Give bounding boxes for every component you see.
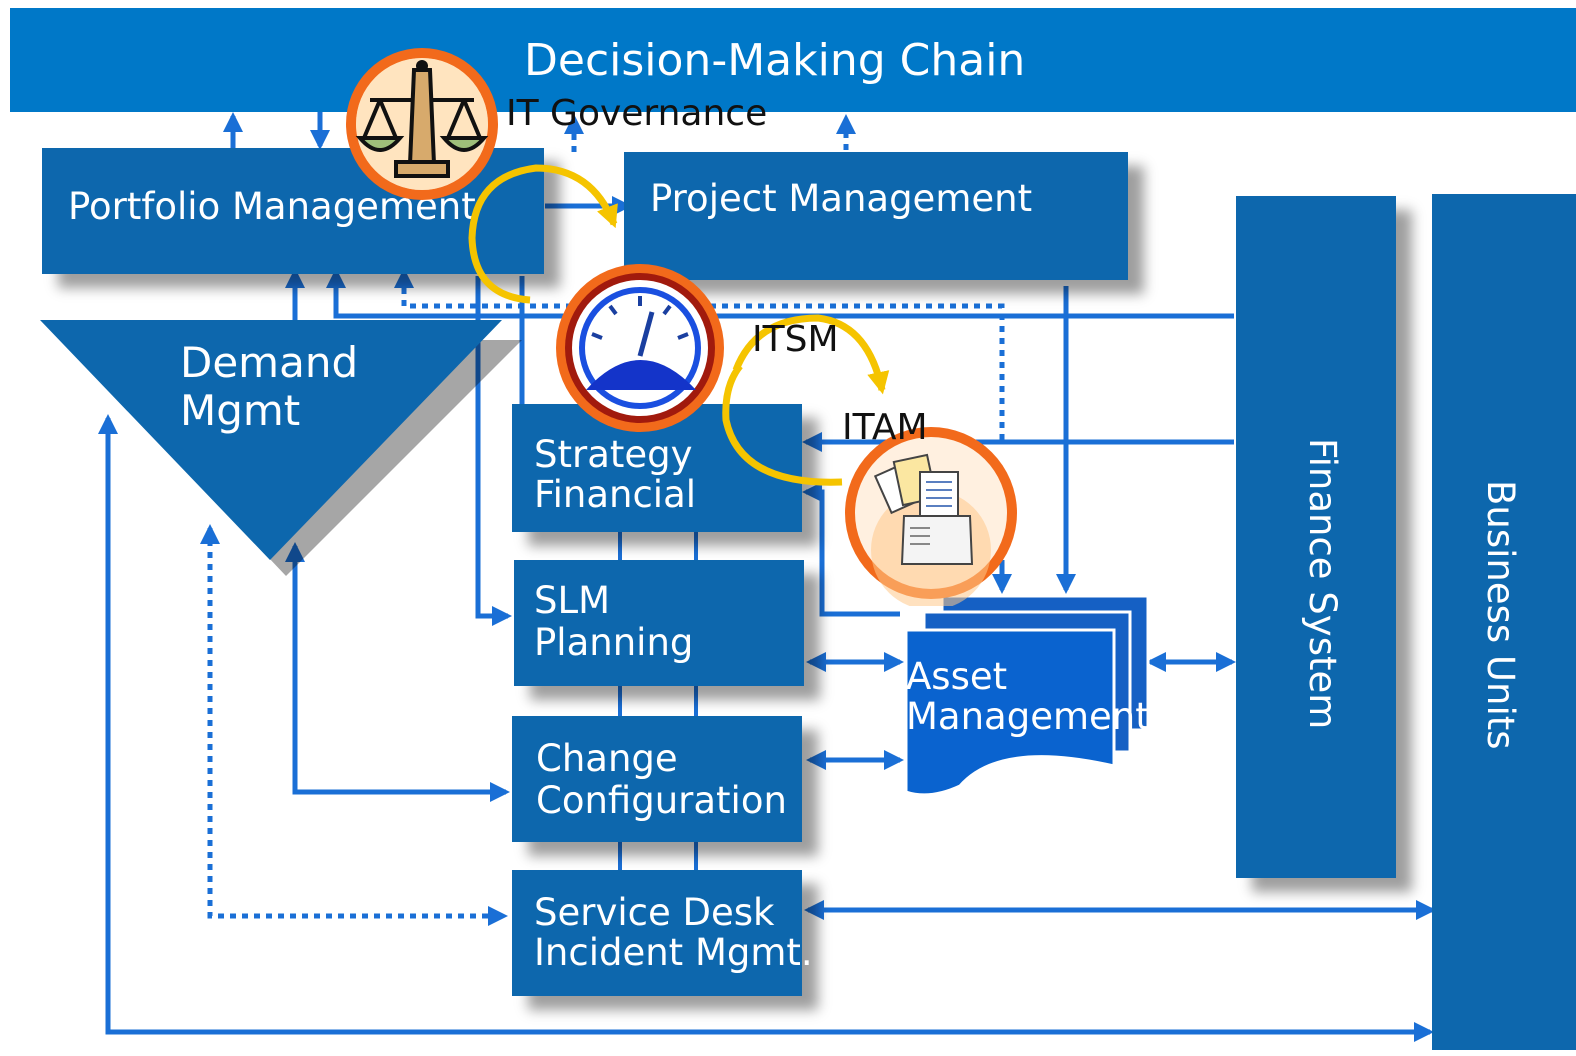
scales-of-justice-icon [346, 48, 498, 200]
header-title: Decision-Making Chain [524, 35, 1026, 86]
finance-system-label: Finance System [1301, 438, 1344, 730]
connector-change-service [618, 842, 698, 870]
printer-documents-icon [845, 427, 1017, 606]
itam-label: ITAM [842, 407, 928, 448]
slm-planning-label-line1: SLM [534, 579, 611, 622]
change-configuration-box [512, 716, 802, 842]
arrow-demand-servicedesk-dotted [200, 524, 508, 926]
connector-slm-change [618, 686, 698, 716]
asset-management-label-line2: Management [906, 695, 1150, 738]
arrow-demand-business-loop [98, 414, 1434, 1042]
project-management-label: Project Management [650, 177, 1033, 220]
change-configuration-label-line2: Configuration [536, 779, 787, 822]
strategy-financial-label-line1: Strategy [534, 433, 693, 476]
arrow-demand-change [285, 542, 510, 802]
slm-planning-label-line2: Planning [534, 621, 694, 664]
project-management-box [624, 152, 1128, 280]
header-banner [10, 8, 1576, 112]
it-governance-label: IT Governance [506, 93, 768, 134]
line-finance-to-portfolio [326, 268, 1234, 319]
service-desk-box [512, 870, 802, 996]
slm-planning-box [514, 560, 804, 686]
connector-strategy-slm [618, 532, 698, 560]
demand-mgmt-label-line1: Demand [180, 338, 359, 387]
demand-mgmt-label-line2: Mgmt [180, 386, 301, 435]
business-units-label: Business Units [1479, 480, 1522, 750]
change-configuration-label-line1: Change [536, 737, 678, 780]
asset-management-label-line1: Asset [906, 655, 1008, 698]
finance-system-box [1236, 196, 1396, 878]
business-units-box [1432, 194, 1576, 1050]
service-desk-label-line1: Service Desk [534, 891, 775, 934]
service-desk-label-line2: Incident Mgmt. [534, 931, 813, 974]
gauge-icon [556, 264, 724, 432]
strategy-financial-label-line2: Financial [534, 473, 697, 516]
arrow-portfolio-to-slm [475, 276, 512, 626]
itsm-label: ITSM [752, 319, 839, 360]
